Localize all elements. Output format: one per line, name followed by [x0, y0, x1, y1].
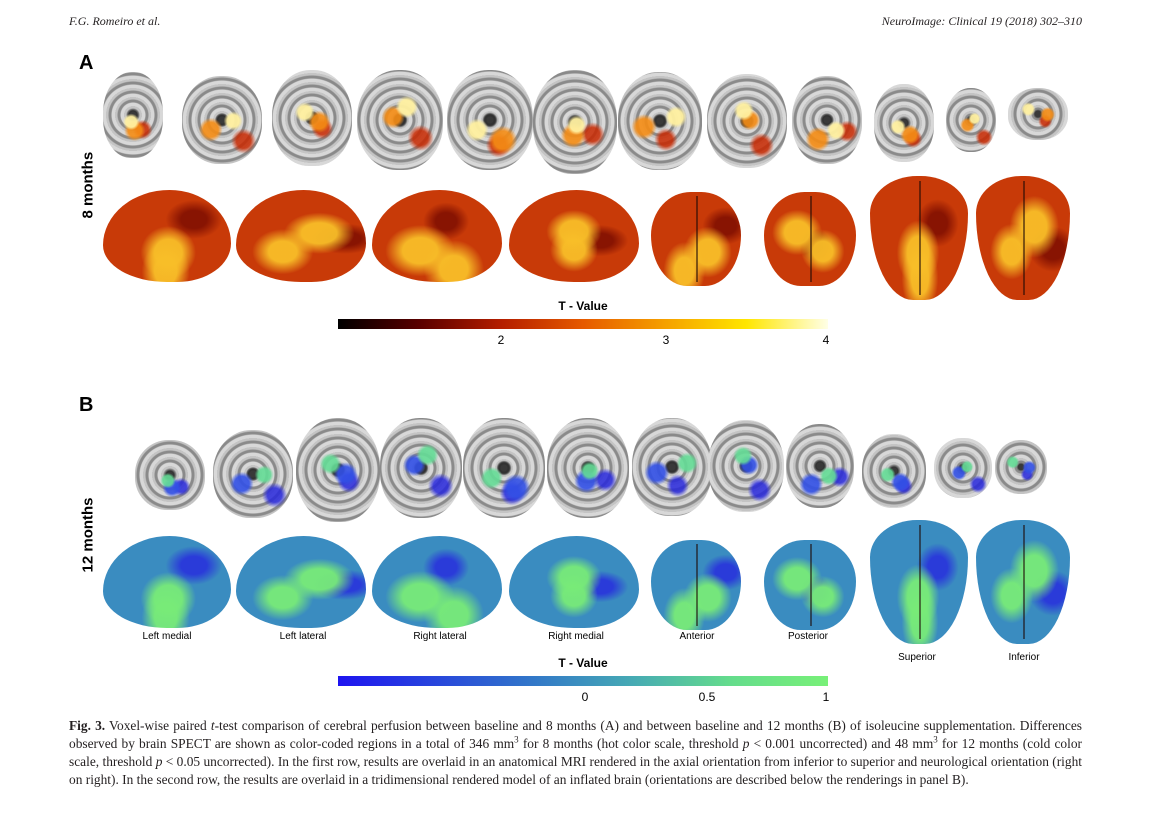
panel-a-colorbar — [338, 319, 828, 329]
figure-label: Fig. 3. — [69, 718, 106, 733]
axial-slice-image — [946, 88, 996, 152]
axial-slice-image — [533, 70, 617, 174]
caption-segment: 3 — [514, 734, 519, 745]
view-label-posterior: Posterior — [787, 631, 828, 642]
axial-slice-image — [272, 70, 352, 166]
axial-slice-image — [934, 438, 992, 498]
axial-slice-image — [862, 434, 926, 508]
running-head-authors: F.G. Romeiro et al. — [69, 14, 161, 28]
brain-surface-render — [236, 536, 366, 628]
caption-segment: Voxel-wise paired — [105, 718, 211, 733]
axial-slice-image — [786, 424, 854, 508]
brain-surface-render — [103, 536, 231, 628]
brain-surface-render — [651, 192, 741, 286]
axial-slice-image — [547, 418, 629, 518]
caption-segment: < 0.05 uncorrected). In the first row, r… — [69, 754, 1083, 787]
panel-a-letter: A — [79, 52, 94, 74]
view-label-right-lateral: Right lateral — [413, 631, 467, 642]
axial-slice-image — [874, 84, 934, 162]
panel-a-tick-label: 3 — [662, 333, 670, 347]
axial-slice-image — [357, 70, 443, 170]
axial-slice-image — [135, 440, 205, 510]
axial-slice-image — [792, 76, 862, 164]
brain-surface-render — [976, 520, 1070, 644]
axial-slice-image — [103, 72, 163, 158]
brain-surface-render — [372, 190, 502, 282]
axial-slice-image — [447, 70, 533, 170]
axial-slice-image — [707, 74, 787, 168]
axial-slice-image — [632, 418, 712, 516]
caption-segment: 3 — [933, 734, 938, 745]
hemisphere-divider — [810, 195, 812, 283]
view-label-superior: Superior — [898, 652, 936, 663]
caption-segment: -test comparison of cerebral perfusion b… — [69, 718, 1082, 751]
panel-a-row-label: 8 months — [79, 151, 97, 219]
view-label-left-lateral: Left lateral — [279, 631, 327, 642]
axial-slice-image — [708, 420, 784, 512]
hemisphere-divider — [696, 195, 698, 283]
brain-surface-render — [870, 520, 968, 644]
brain-surface-render — [870, 176, 968, 300]
view-label-left-medial: Left medial — [142, 631, 192, 642]
brain-surface-render — [103, 190, 231, 282]
panel-b-colorbar-title: T - Value — [558, 656, 608, 670]
figure-caption: Fig. 3. Voxel-wise paired t-test compari… — [69, 717, 1082, 789]
brain-surface-render — [236, 190, 366, 282]
axial-slice-image — [296, 418, 380, 522]
view-label-right-medial: Right medial — [548, 631, 604, 642]
hemisphere-divider — [810, 543, 812, 627]
panel-b-tick-label: 0 — [581, 690, 589, 704]
panel-b-colorbar — [338, 676, 828, 686]
panel-a-tick-label: 2 — [497, 333, 505, 347]
brain-surface-render — [764, 192, 856, 286]
panel-a-colorbar-title: T - Value — [558, 299, 608, 313]
axial-slice-image — [463, 418, 545, 518]
view-label-inferior: Inferior — [1008, 652, 1040, 663]
caption-segment: for 12 months (cold color scale, thresho… — [69, 736, 1082, 769]
caption-segment: for 8 months (hot color scale, threshold — [518, 736, 743, 751]
axial-slice-image — [380, 418, 462, 518]
axial-slice-image — [995, 440, 1047, 494]
caption-segment: p — [742, 736, 750, 751]
running-head-journal: NeuroImage: Clinical 19 (2018) 302–310 — [881, 14, 1082, 28]
brain-surface-render — [509, 536, 639, 628]
view-label-anterior: Anterior — [679, 631, 715, 642]
panel-b-row-label: 12 months — [79, 497, 97, 573]
brain-surface-render — [651, 540, 741, 630]
axial-slice-image — [618, 72, 702, 170]
panel-b-tick-label: 0.5 — [698, 690, 716, 704]
axial-slice-image — [182, 76, 262, 164]
hemisphere-divider — [696, 543, 698, 627]
brain-surface-render — [976, 176, 1070, 300]
hemisphere-divider — [1023, 524, 1025, 640]
panel-a-tick-label: 4 — [822, 333, 830, 347]
caption-segment: p — [155, 754, 163, 769]
hemisphere-divider — [1023, 180, 1025, 296]
axial-slice-image — [1008, 88, 1068, 140]
hemisphere-divider — [919, 180, 921, 296]
brain-surface-render — [764, 540, 856, 630]
axial-slice-image — [213, 430, 293, 518]
brain-surface-render — [509, 190, 639, 282]
panel-b-tick-label: 1 — [822, 690, 830, 704]
hemisphere-divider — [919, 524, 921, 640]
panel-b-letter: B — [79, 394, 94, 416]
brain-surface-render — [372, 536, 502, 628]
caption-segment: t — [210, 718, 215, 733]
caption-segment: < 0.001 uncorrected) and 48 mm — [749, 736, 934, 751]
